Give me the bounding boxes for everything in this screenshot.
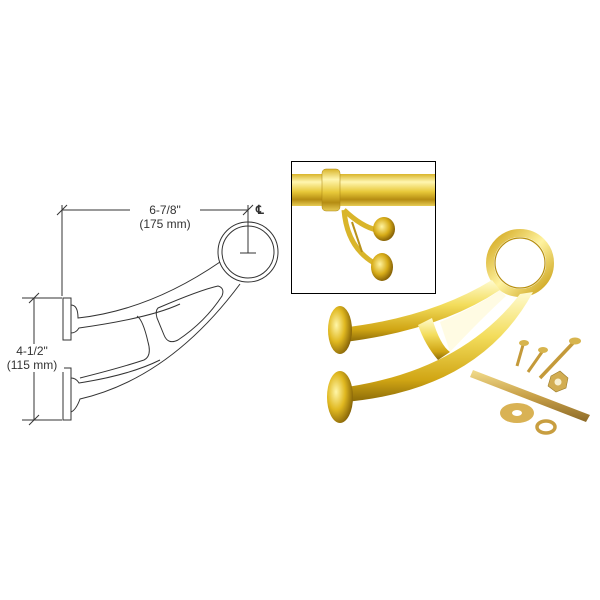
wood-screw-3 — [538, 337, 581, 380]
wood-screw-1 — [515, 340, 529, 367]
lock-washer — [535, 419, 557, 435]
upper-arm — [340, 280, 500, 342]
width-dimension-label: 6-7/8" (175 mm) — [130, 203, 200, 231]
width-imperial: 6-7/8" — [149, 203, 181, 217]
rail-collar — [321, 168, 341, 212]
rail-ring-outline — [217, 221, 279, 283]
upper-wall-mount — [373, 217, 395, 241]
lower-arm — [340, 292, 533, 402]
cross-brace — [418, 318, 450, 360]
width-metric: (175 mm) — [139, 217, 191, 231]
wood-screw-2 — [526, 347, 548, 373]
centerline-symbol: ℄ — [256, 203, 264, 217]
threaded-rod — [470, 370, 590, 422]
lower-wall-plate — [62, 367, 72, 421]
lower-wall-plate-photo — [327, 371, 353, 423]
lower-wall-mount — [371, 253, 393, 281]
handrail — [292, 174, 435, 206]
height-dimension-label: 4-1/2" (115 mm) — [0, 344, 64, 372]
height-metric: (115 mm) — [6, 358, 58, 372]
height-imperial: 4-1/2" — [16, 344, 48, 358]
upper-wall-plate-photo — [328, 306, 352, 354]
upper-wall-plate — [62, 297, 72, 341]
rail-ring — [486, 229, 554, 297]
inset-photo-installed-bracket — [291, 161, 436, 294]
